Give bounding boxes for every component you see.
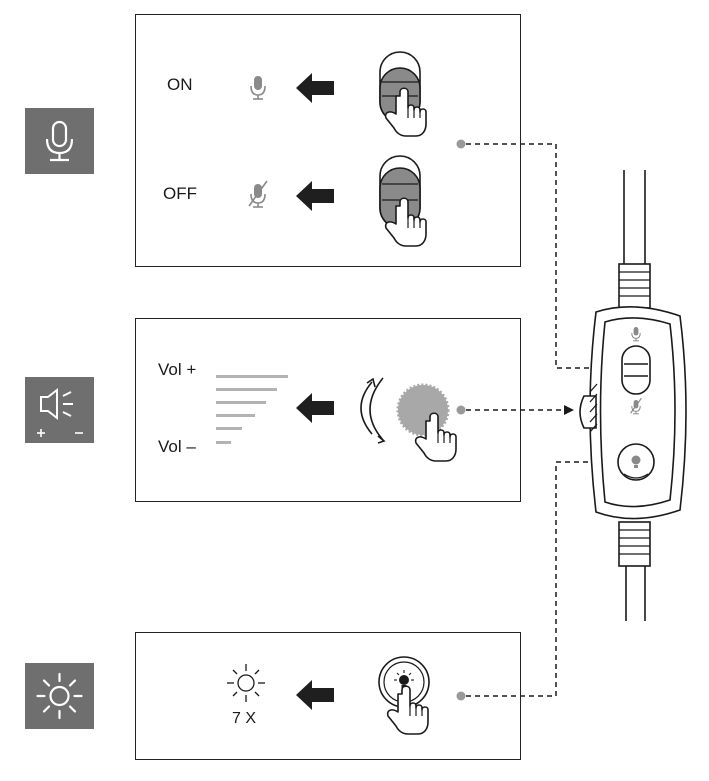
vol-minus-label: Vol – bbox=[158, 437, 196, 456]
volume-wheel-icon bbox=[396, 383, 450, 437]
inline-controller-device bbox=[579, 170, 687, 621]
left-arrow-icon bbox=[296, 680, 334, 710]
left-arrow-icon bbox=[296, 73, 334, 103]
mic-panel bbox=[135, 14, 521, 267]
connector-lines bbox=[466, 143, 616, 697]
device-light-icon bbox=[631, 455, 641, 468]
rotate-arrows-icon bbox=[360, 377, 386, 444]
mic-off-small-icon bbox=[248, 180, 268, 208]
device-mic-muted-icon bbox=[630, 397, 642, 415]
light-count-label: 7 X bbox=[232, 710, 257, 727]
vol-plus-label: Vol + bbox=[158, 360, 197, 379]
mic-category-icon bbox=[25, 108, 94, 174]
volume-level-bars bbox=[216, 375, 288, 444]
mic-on-label: ON bbox=[167, 75, 193, 94]
left-arrow-icon bbox=[296, 393, 334, 423]
connector-dot bbox=[456, 405, 466, 415]
brightness-icon bbox=[36, 672, 83, 720]
connector-dot bbox=[456, 691, 466, 701]
connector-dot bbox=[456, 139, 466, 149]
speaker-volume-icon bbox=[37, 387, 83, 437]
toggle-switch-icon bbox=[379, 155, 421, 229]
mic-off-label: OFF bbox=[163, 184, 197, 203]
left-arrow-icon bbox=[296, 181, 334, 211]
mic-on-small-icon bbox=[250, 75, 266, 100]
light-button-icon bbox=[378, 656, 430, 708]
microphone-icon bbox=[45, 120, 74, 162]
sun-icon bbox=[227, 664, 265, 702]
volume-category-icon bbox=[25, 377, 94, 443]
light-category-icon bbox=[25, 663, 94, 729]
